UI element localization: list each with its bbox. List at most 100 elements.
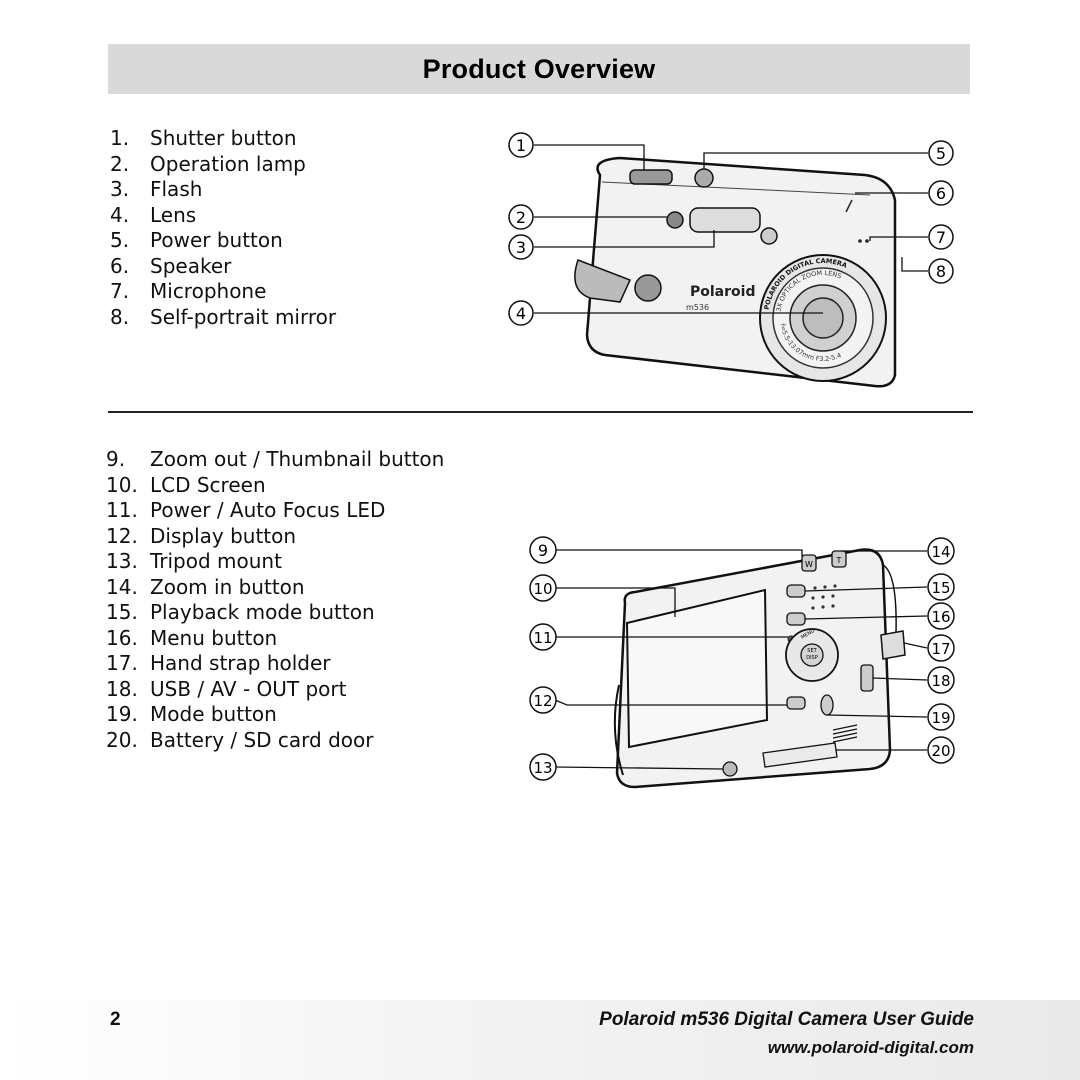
- usb-av-port: [860, 664, 874, 692]
- svg-text:13: 13: [533, 759, 552, 777]
- footer-url: www.polaroid-digital.com: [767, 1038, 974, 1057]
- svg-text:18: 18: [931, 672, 950, 690]
- list-item: 8.Self-portrait mirror: [110, 304, 337, 329]
- callout-2: 2: [508, 204, 534, 230]
- list-item: 13.Tripod mount: [106, 549, 282, 573]
- list-item: 11.Power / Auto Focus LED: [106, 498, 386, 522]
- list-item: 16.Menu button: [106, 625, 278, 650]
- svg-text:DISP: DISP: [806, 655, 818, 661]
- mode-button: [820, 694, 834, 716]
- battery-sd-door: [762, 742, 838, 768]
- list-item: 15.Playback mode button: [106, 600, 375, 624]
- list-item: 14.Zoom in button: [106, 574, 305, 599]
- callout-18: 18: [927, 666, 955, 694]
- front-parts-list: 1.Shutter button 2.Operation lamp 3.Flas…: [110, 126, 336, 330]
- lens: [802, 297, 844, 339]
- playback-mode-button: [786, 584, 806, 598]
- svg-text:SET: SET: [807, 648, 817, 654]
- callout-12: 12: [529, 686, 557, 714]
- callout-14: 14: [927, 537, 955, 565]
- title-bar: Product Overview: [108, 44, 970, 94]
- list-item: 1.Shutter button: [110, 126, 297, 150]
- callout-6: 6: [928, 180, 954, 206]
- callout-3: 3: [508, 234, 534, 260]
- list-item: 4.Lens: [110, 202, 197, 227]
- list-item: 12.Display button: [106, 523, 297, 548]
- speaker: [845, 199, 853, 213]
- zoom-out-button: [801, 554, 817, 572]
- svg-text:T: T: [836, 556, 842, 565]
- menu-button: [786, 612, 806, 626]
- camera-back-illustration: W T SET DISP MENU: [529, 536, 955, 789]
- svg-text:12: 12: [533, 692, 552, 710]
- svg-text:10: 10: [533, 580, 552, 598]
- svg-text:9: 9: [538, 541, 548, 560]
- set-button: [800, 643, 824, 667]
- display-button: [786, 696, 806, 710]
- list-item: 20.Battery / SD card door: [106, 727, 374, 752]
- microphone: [858, 239, 862, 243]
- svg-text:7: 7: [936, 228, 946, 247]
- svg-text:19: 19: [931, 709, 950, 727]
- hand-strap: [574, 259, 632, 303]
- section-divider: [108, 411, 973, 413]
- list-item: 17.Hand strap holder: [106, 651, 331, 675]
- hand-strap-holder: [880, 630, 906, 660]
- callout-9: 9: [529, 536, 557, 564]
- speaker-grille: [811, 584, 837, 610]
- callout-20: 20: [927, 736, 955, 764]
- callout-8: 8: [928, 258, 954, 284]
- list-item: 19.Mode button: [106, 702, 277, 726]
- list-item: 6.Speaker: [110, 253, 232, 278]
- callout-1: 1: [508, 132, 534, 158]
- flash: [689, 207, 761, 233]
- callout-15: 15: [927, 573, 955, 601]
- shutter-button: [629, 169, 673, 185]
- svg-text:1: 1: [516, 136, 526, 155]
- zoom-in-button: [831, 550, 847, 568]
- list-item: 7.Microphone: [110, 279, 267, 303]
- svg-text:5: 5: [936, 144, 946, 163]
- list-item: 18.USB / AV - OUT port: [106, 676, 347, 701]
- svg-text:6: 6: [936, 184, 946, 203]
- list-item: 5.Power button: [110, 228, 283, 252]
- svg-text:3: 3: [516, 238, 526, 257]
- svg-text:4: 4: [516, 304, 526, 323]
- callout-13: 13: [529, 753, 557, 781]
- list-item: 9.Zoom out / Thumbnail button: [106, 447, 445, 471]
- callout-5: 5: [928, 140, 954, 166]
- self-portrait-mirror: [760, 227, 778, 245]
- list-item: 2.Operation lamp: [110, 151, 306, 176]
- callout-4: 4: [508, 300, 534, 326]
- lcd-screen: [625, 588, 769, 749]
- svg-text:20: 20: [931, 742, 950, 760]
- list-item: 3.Flash: [110, 177, 203, 201]
- callout-16: 16: [927, 602, 955, 630]
- svg-text:16: 16: [931, 608, 950, 626]
- svg-text:14: 14: [931, 543, 950, 561]
- svg-text:8: 8: [936, 262, 946, 281]
- back-parts-list: 9.Zoom out / Thumbnail button 10.LCD Scr…: [106, 447, 444, 753]
- list-item: 10.LCD Screen: [106, 472, 266, 497]
- callout-19: 19: [927, 703, 955, 731]
- camera-front-illustration: Polaroid m536 POLAROID DIGITAL CAMERA 3X…: [508, 132, 954, 388]
- operation-lamp: [666, 211, 684, 229]
- footer-band: [0, 1000, 1080, 1080]
- svg-text:W: W: [805, 560, 813, 569]
- camera-back-figure: W T SET DISP MENU: [515, 535, 985, 805]
- brand-label: Polaroid: [690, 284, 755, 300]
- callout-11: 11: [529, 623, 557, 651]
- page-title: Product Overview: [422, 53, 656, 84]
- svg-text:15: 15: [931, 579, 950, 597]
- svg-text:11: 11: [533, 629, 552, 647]
- camera-front-figure: Polaroid m536 POLAROID DIGITAL CAMERA 3X…: [490, 120, 980, 400]
- callout-17: 17: [927, 634, 955, 662]
- svg-text:2: 2: [516, 208, 526, 227]
- page-number: 2: [110, 1009, 121, 1030]
- tripod-mount: [722, 761, 738, 777]
- callout-10: 10: [529, 574, 557, 602]
- svg-text:17: 17: [931, 640, 950, 658]
- thumb-grip: [832, 724, 858, 743]
- callout-7: 7: [928, 224, 954, 250]
- power-button: [694, 168, 714, 188]
